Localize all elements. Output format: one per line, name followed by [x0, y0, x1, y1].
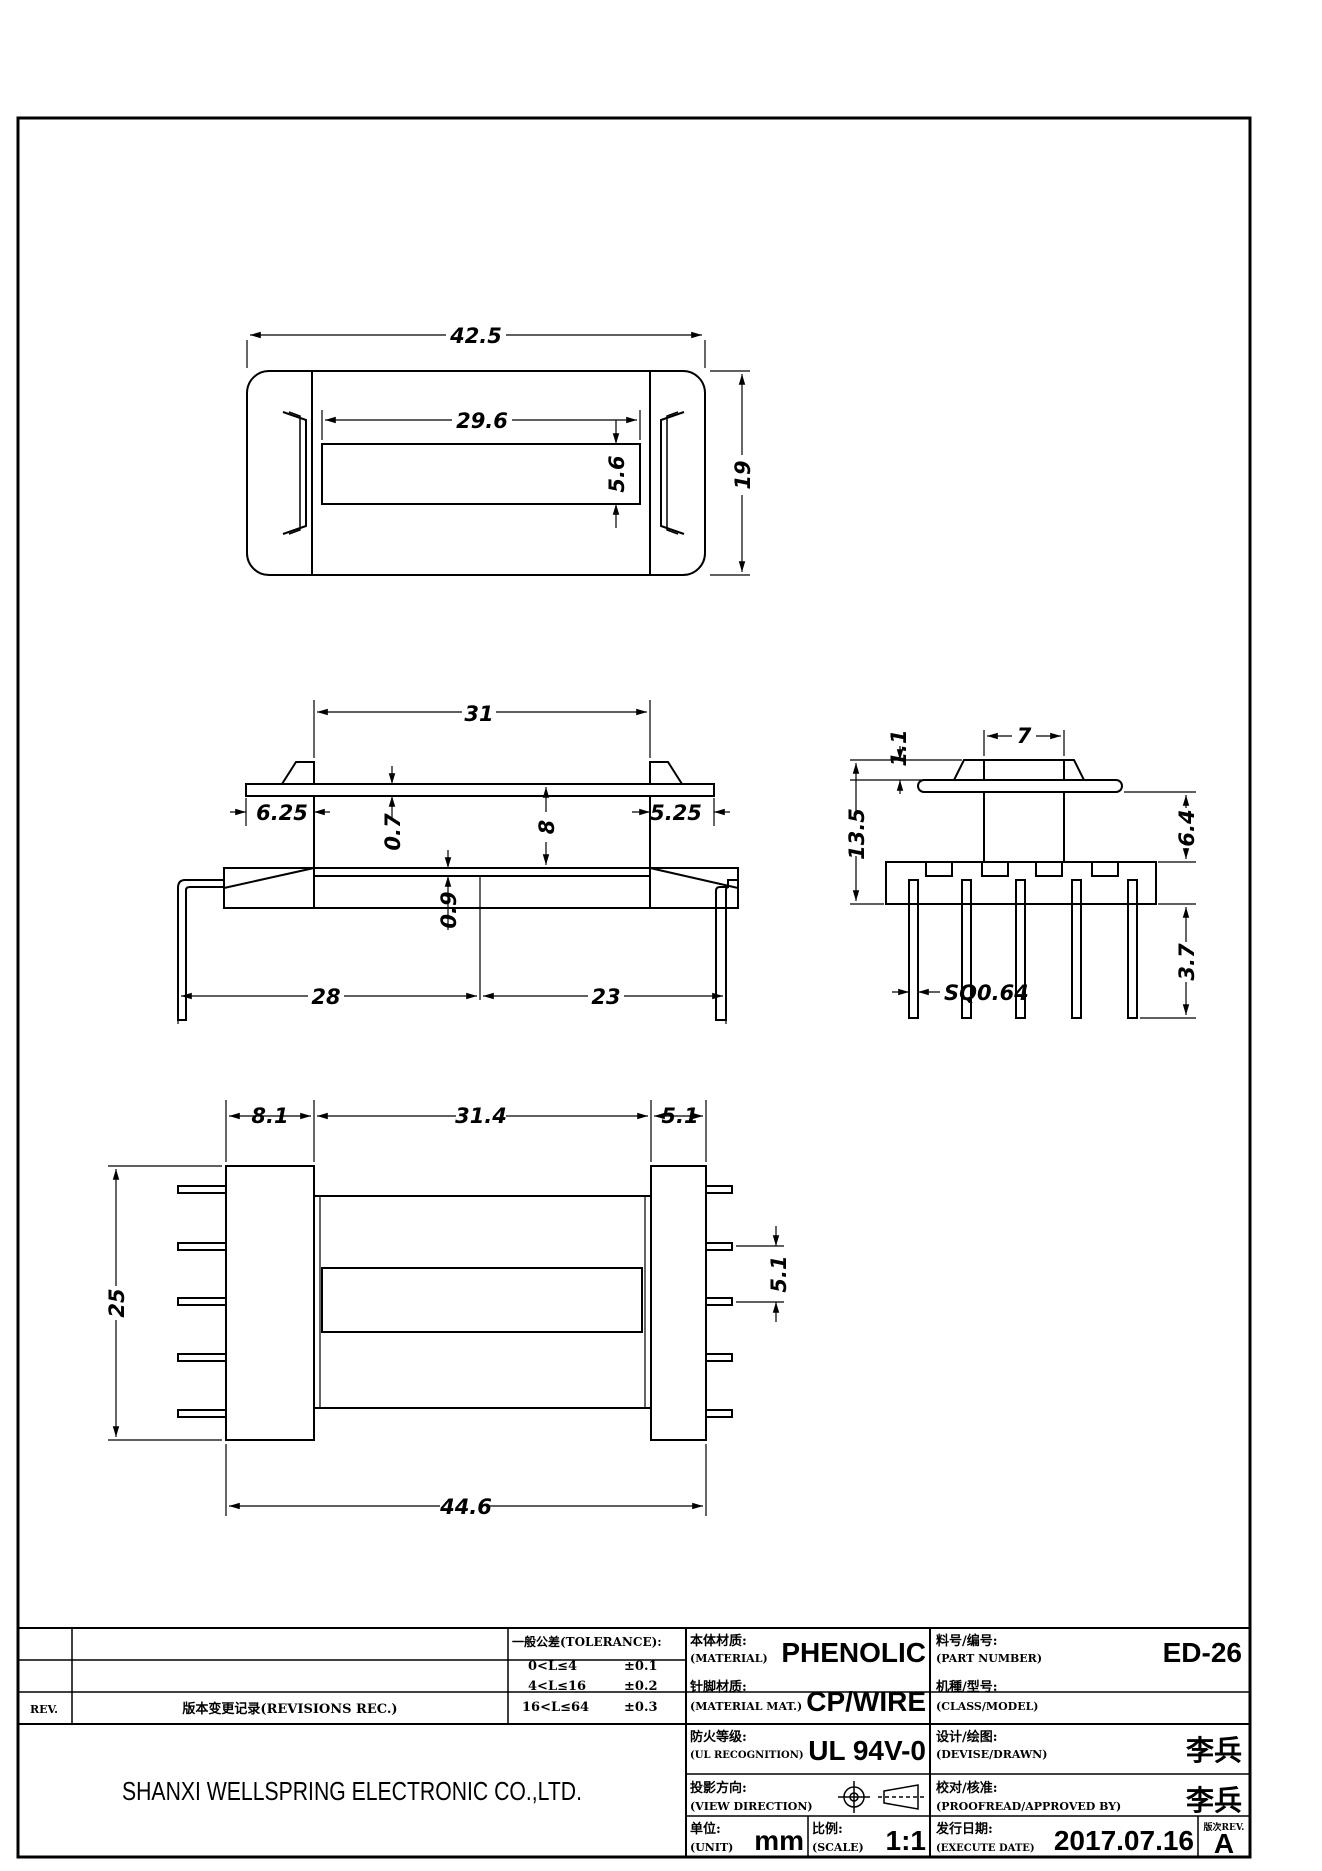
- dim-side-flange-thk: 0.7: [381, 813, 405, 851]
- drawn-by-value: 李兵: [1186, 1735, 1242, 1766]
- tolerance-range-1: 0<L≤4: [528, 1659, 577, 1674]
- approved-label-cn: 校对/核准:: [936, 1780, 998, 1796]
- scale-value: 1:1: [886, 1825, 926, 1856]
- rev-label: REV.: [30, 1703, 58, 1716]
- ul-label-en: (UL RECOGNITION): [690, 1750, 804, 1761]
- drawn-label-cn: 设计/绘图:: [936, 1729, 998, 1745]
- dim-bottom-height: 25: [105, 1288, 129, 1317]
- date-label-cn: 发行日期:: [935, 1821, 993, 1837]
- dim-bottom-right-flange: 5.1: [661, 1104, 698, 1128]
- dim-end-total-height: 13.5: [845, 808, 869, 860]
- dim-side-base-thk: 0.9: [437, 891, 461, 928]
- side-view-top-flange: [245, 783, 715, 797]
- revisions-label: 版本变更记录(REVISIONS REC.): [182, 1701, 397, 1717]
- dim-end-upper-height: 6.4: [1175, 809, 1199, 846]
- top-view-outline: [246, 370, 706, 576]
- dim-bottom-overall-length: 44.6: [439, 1495, 492, 1519]
- revision-value: A: [1214, 1828, 1234, 1859]
- dim-side-left-pin: 28: [311, 985, 340, 1009]
- tolerance-value-2: ±0.2: [624, 1679, 658, 1694]
- date-label-en: (EXECUTE DATE): [936, 1843, 1035, 1854]
- pin-material-label-en: (MATERIAL MAT.): [690, 1700, 802, 1713]
- dim-side-height: 8: [535, 820, 559, 835]
- class-label-en: (CLASS/MODEL): [936, 1700, 1039, 1713]
- tolerance-value-3: ±0.3: [624, 1700, 658, 1715]
- part-number-label-en: (PART NUMBER): [936, 1652, 1042, 1665]
- drawn-label-en: (DEVISE/DRAWN): [936, 1748, 1047, 1761]
- dim-bottom-left-flange: 8.1: [251, 1104, 288, 1128]
- dim-end-pin-size: SQ0.64: [944, 981, 1029, 1005]
- view-direction-label-cn: 投影方向:: [690, 1780, 747, 1796]
- ul-label-cn: 防火等级:: [690, 1729, 747, 1745]
- tolerance-range-2: 4<L≤16: [528, 1679, 586, 1694]
- bottom-view-right-flange: [650, 1165, 707, 1441]
- dim-side-left-offset: 6.25: [256, 801, 308, 825]
- scale-label-cn: 比例:: [812, 1821, 843, 1837]
- bottom-view-window: [321, 1267, 643, 1333]
- class-label-cn: 机種/型号:: [936, 1679, 998, 1695]
- end-view: [850, 730, 1196, 1019]
- approved-by-value: 李兵: [1186, 1785, 1242, 1816]
- part-number-label-cn: 料号/编号:: [936, 1633, 998, 1649]
- dim-slot-width: 5.6: [605, 455, 629, 492]
- dim-top-width: 42.5: [449, 324, 502, 348]
- top-view-slot: [321, 443, 641, 505]
- material-value: PHENOLIC: [781, 1637, 926, 1668]
- company-name: SHANXI WELLSPRING ELECTRONIC CO.,LTD.: [122, 1776, 582, 1806]
- dim-top-height: 19: [731, 460, 755, 489]
- unit-label-cn: 单位:: [690, 1821, 721, 1837]
- tolerance-label: 一般公差(TOLERANCE):: [512, 1634, 662, 1649]
- date-value: 2017.07.16: [1054, 1825, 1194, 1856]
- side-view: [177, 700, 739, 1024]
- pin-material-label-cn: 针脚材质:: [689, 1679, 747, 1695]
- bottom-view-left-flange: [225, 1165, 315, 1441]
- pin-material-value: CP/WIRE: [806, 1686, 926, 1717]
- dim-end-pin-length: 3.7: [1175, 943, 1199, 981]
- unit-label-en: (UNIT): [690, 1841, 733, 1854]
- dim-side-flange-span: 31: [464, 702, 493, 726]
- dim-side-right-pin: 23: [591, 985, 620, 1009]
- top-view: [246, 331, 750, 576]
- ul-rating-value: UL 94V-0: [808, 1735, 926, 1766]
- bottom-view: [108, 1100, 784, 1516]
- material-label-cn: 本体材质:: [690, 1633, 747, 1649]
- material-label-en: (MATERIAL): [690, 1652, 768, 1665]
- dim-bottom-middle: 31.4: [455, 1104, 507, 1128]
- view-direction-label-en: (VIEW DIRECTION): [690, 1800, 813, 1813]
- dim-end-top-thk: 1.1: [887, 729, 911, 766]
- tolerance-value-1: ±0.1: [624, 1659, 658, 1674]
- end-view-base: [885, 861, 1157, 905]
- unit-value: mm: [754, 1825, 804, 1856]
- approved-label-en: (PROOFREAD/APPROVED BY): [936, 1800, 1121, 1813]
- dim-side-right-offset: 5.25: [650, 801, 702, 825]
- title-block: [18, 1627, 1250, 1857]
- part-number-value: ED-26: [1163, 1637, 1242, 1668]
- tolerance-range-3: 16<L≤64: [522, 1700, 589, 1715]
- dim-slot-length: 29.6: [456, 409, 508, 433]
- scale-label-en: (SCALE): [812, 1841, 864, 1854]
- dim-end-tube: 7: [1017, 724, 1032, 748]
- end-view-top-flange: [917, 779, 1123, 793]
- side-view-base: [223, 867, 739, 909]
- revision-label: 版次REV.: [1203, 1821, 1245, 1833]
- view-direction-icon: [838, 1781, 924, 1813]
- drawing-border: [16, 116, 1252, 1859]
- dim-bottom-pin-pitch: 5.1: [767, 1255, 791, 1292]
